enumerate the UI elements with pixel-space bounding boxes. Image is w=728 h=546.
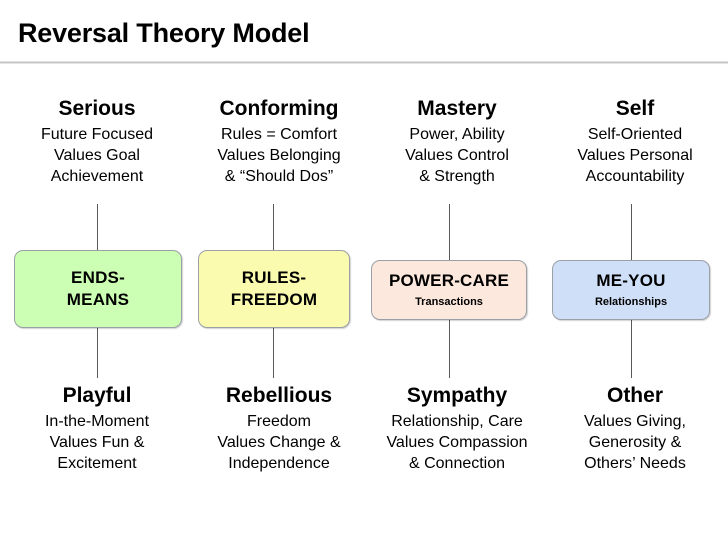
pole-desc-line: Relationship, Care [391, 413, 523, 430]
pole-desc-line: Values Change & [217, 434, 341, 451]
domain-title-line: MEANS [66, 290, 130, 309]
pole-bottom-sympathy: Sympathy Relationship, Care Values Compa… [366, 383, 548, 474]
pole-top-self: Self Self-Oriented Values Personal Accou… [544, 96, 726, 187]
domain-box-ends-means[interactable]: ENDS- MEANS [14, 250, 182, 328]
domain-title-line: ME-YOU [596, 271, 666, 290]
pole-description: Rules = Comfort Values Belonging & “Shou… [188, 124, 370, 187]
domain-box-title: RULES- FREEDOM [231, 267, 317, 311]
domain-box-me-you[interactable]: ME-YOU Relationships [552, 260, 710, 320]
pole-description: Values Giving, Generosity & Others’ Need… [544, 411, 726, 474]
domain-box-rules-freedom[interactable]: RULES- FREEDOM [198, 250, 350, 328]
pole-description: Self-Oriented Values Personal Accountabi… [544, 124, 726, 187]
pole-name: Mastery [417, 97, 497, 120]
pole-name: Playful [62, 384, 132, 407]
pole-name: Serious [58, 97, 136, 120]
pole-description: Future Focused Values Goal Achievement [6, 124, 188, 187]
pole-desc-line: Rules = Comfort [220, 126, 338, 143]
connector-line-lower [449, 320, 450, 378]
pole-desc-line: Values Belonging [217, 147, 341, 164]
pole-desc-line: Values Giving, [584, 413, 686, 430]
pole-desc-line: Values Compassion [386, 434, 528, 451]
pole-bottom-playful: Playful In-the-Moment Values Fun & Excit… [6, 383, 188, 474]
column-conforming-rebellious: Conforming Rules = Comfort Values Belong… [188, 96, 370, 496]
connector-line-upper [449, 204, 450, 260]
domain-box-title: ME-YOU [596, 270, 665, 292]
domain-box-title: POWER-CARE [389, 270, 509, 292]
connector-line-lower [631, 320, 632, 378]
domain-title-line: POWER-CARE [388, 271, 510, 290]
domain-box-subtitle: Transactions [415, 296, 483, 308]
column-mastery-sympathy: Mastery Power, Ability Values Control & … [366, 96, 548, 496]
page-title: Reversal Theory Model [18, 18, 310, 48]
pole-top-mastery: Mastery Power, Ability Values Control & … [366, 96, 548, 187]
pole-desc-line: Others’ Needs [584, 455, 686, 472]
pole-name: Self [615, 97, 655, 120]
pole-description: Freedom Values Change & Independence [188, 411, 370, 474]
pole-bottom-other: Other Values Giving, Generosity & Others… [544, 383, 726, 474]
connector-line-upper [631, 204, 632, 260]
pole-desc-line: & Strength [419, 168, 495, 185]
pole-desc-line: Independence [228, 455, 330, 472]
pole-desc-line: Freedom [246, 413, 312, 430]
pole-description: Power, Ability Values Control & Strength [366, 124, 548, 187]
pole-top-conforming: Conforming Rules = Comfort Values Belong… [188, 96, 370, 187]
pole-desc-line: Values Goal [54, 147, 140, 164]
pole-name: Conforming [219, 97, 339, 120]
pole-desc-line: Excitement [57, 455, 137, 472]
domain-title-line: RULES- [241, 268, 307, 287]
connector-line-upper [97, 204, 98, 250]
connector-line-lower [273, 328, 274, 378]
pole-name: Rebellious [225, 384, 333, 407]
pole-desc-line: Achievement [50, 168, 144, 185]
column-serious-playful: Serious Future Focused Values Goal Achie… [6, 96, 188, 496]
pole-desc-line: Values Fun & [49, 434, 145, 451]
pole-description: Relationship, Care Values Compassion & C… [366, 411, 548, 474]
pole-desc-line: Future Focused [40, 126, 154, 143]
pole-desc-line: Power, Ability [409, 126, 505, 143]
pole-bottom-rebellious: Rebellious Freedom Values Change & Indep… [188, 383, 370, 474]
pole-desc-line: Values Personal [577, 147, 693, 164]
slide-header: Reversal Theory Model [0, 0, 728, 64]
header-divider [0, 61, 728, 64]
connector-line-upper [273, 204, 274, 250]
pole-name: Sympathy [406, 384, 508, 407]
domain-box-power-care[interactable]: POWER-CARE Transactions [371, 260, 527, 320]
domain-box-subtitle: Relationships [594, 296, 668, 308]
pole-desc-line: Values Control [405, 147, 509, 164]
pole-desc-line: Accountability [585, 168, 685, 185]
connector-line-lower [97, 328, 98, 378]
pole-desc-line: & “Should Dos” [224, 168, 334, 185]
pole-desc-line: Self-Oriented [587, 126, 683, 143]
pole-desc-line: Generosity & [588, 434, 682, 451]
pole-desc-line: In-the-Moment [44, 413, 150, 430]
pole-name: Other [606, 384, 663, 407]
pole-description: In-the-Moment Values Fun & Excitement [6, 411, 188, 474]
domain-title-line: FREEDOM [230, 290, 318, 309]
pole-top-serious: Serious Future Focused Values Goal Achie… [6, 96, 188, 187]
domain-box-title: ENDS- MEANS [67, 267, 129, 311]
column-self-other: Self Self-Oriented Values Personal Accou… [544, 96, 726, 496]
pole-desc-line: & Connection [408, 455, 506, 472]
domain-title-line: ENDS- [71, 268, 125, 287]
